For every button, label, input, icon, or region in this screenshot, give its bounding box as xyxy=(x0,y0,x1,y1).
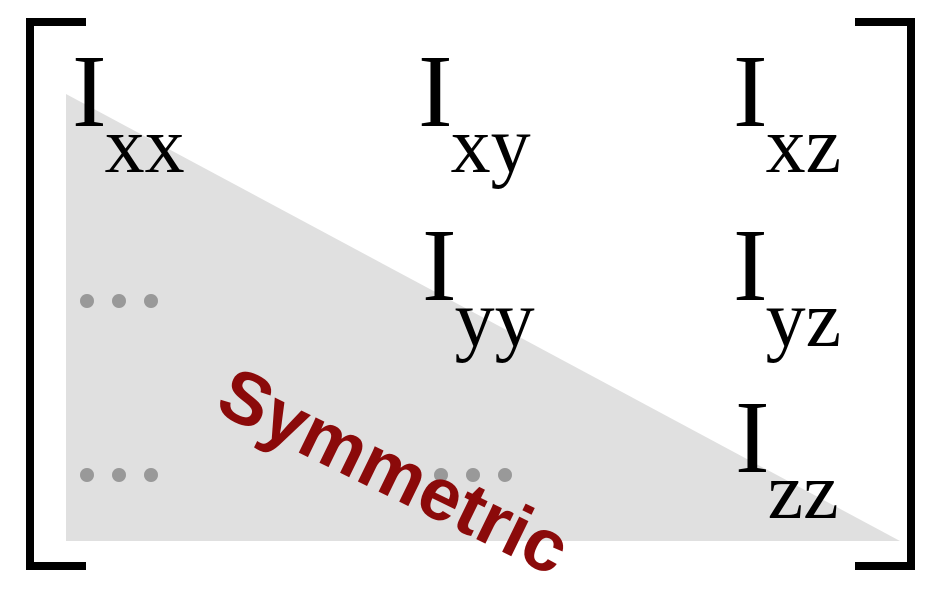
ellipsis-icon xyxy=(434,468,512,482)
entry-ixy-symbol: I xyxy=(418,34,453,149)
dot xyxy=(144,294,158,308)
dot xyxy=(80,294,94,308)
entry-izz-symbol: I xyxy=(735,380,770,495)
entry-izz-subscript: zz xyxy=(767,448,839,536)
entry-iyy: Iyy xyxy=(422,214,535,361)
entry-iyy-subscript: yy xyxy=(454,276,535,364)
left-bracket xyxy=(26,18,86,570)
ellipsis-icon xyxy=(80,294,158,308)
entry-iyy-symbol: I xyxy=(422,208,457,323)
dot xyxy=(434,468,448,482)
entry-iyz-subscript: yz xyxy=(765,276,842,364)
right-bracket xyxy=(855,18,915,570)
entry-ixy: Ixy xyxy=(418,40,531,187)
dot xyxy=(80,468,94,482)
entry-ixz-symbol: I xyxy=(733,34,768,149)
lower-triangle-shading xyxy=(66,94,900,541)
dot xyxy=(466,468,480,482)
ellipsis-icon xyxy=(80,468,158,482)
entry-ixx-subscript: xx xyxy=(104,102,185,190)
dot xyxy=(144,468,158,482)
entry-ixx-symbol: I xyxy=(72,34,107,149)
entry-izz: Izz xyxy=(735,386,839,533)
entry-ixx: Ixx xyxy=(72,40,185,187)
entry-ixy-subscript: xy xyxy=(450,102,531,190)
entry-ixz-subscript: xz xyxy=(765,102,842,190)
dot xyxy=(498,468,512,482)
entry-iyz: Iyz xyxy=(733,214,841,361)
dot xyxy=(112,294,126,308)
dot xyxy=(112,468,126,482)
entry-iyz-symbol: I xyxy=(733,208,768,323)
entry-ixz: Ixz xyxy=(733,40,841,187)
